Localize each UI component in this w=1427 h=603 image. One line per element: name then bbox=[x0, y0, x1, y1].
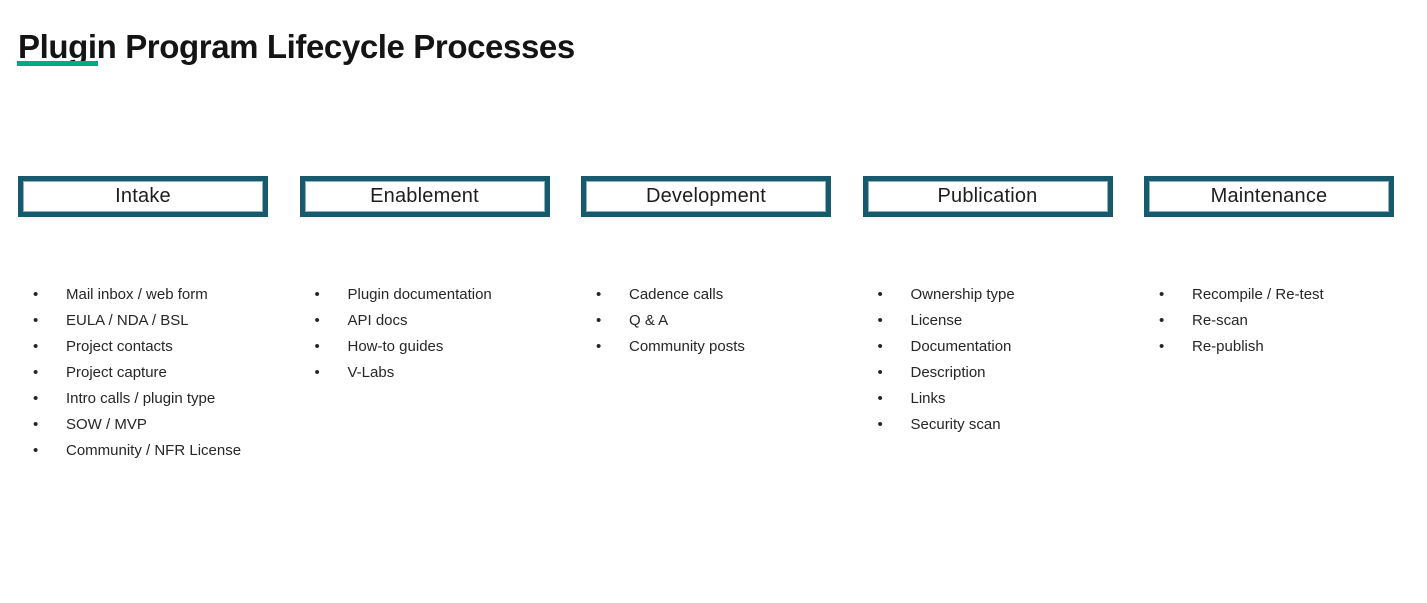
list-item-label: Plugin documentation bbox=[347, 285, 492, 303]
list-item: • Project capture bbox=[18, 359, 268, 385]
list-item: • Ownership type bbox=[863, 281, 1113, 307]
list-item: • Security scan bbox=[863, 411, 1113, 437]
list-item-label: Ownership type bbox=[910, 285, 1015, 303]
list-item-label: Community posts bbox=[629, 337, 745, 355]
list-item: • SOW / MVP bbox=[18, 411, 268, 437]
stage-column-development: Development • Cadence calls • Q & A • Commu… bbox=[581, 176, 831, 463]
lifecycle-stages: Intake • Mail inbox / web form • EULA / ND… bbox=[18, 176, 1394, 463]
list-item-label: License bbox=[910, 311, 963, 329]
stage-column-maintenance: Maintenance • Recompile / Re-test • Re-sca… bbox=[1144, 176, 1394, 463]
bullet-icon: • bbox=[1159, 285, 1165, 303]
list-item: • Recompile / Re-test bbox=[1144, 281, 1394, 307]
list-item-label: Intro calls / plugin type bbox=[66, 389, 216, 407]
list-item: • Q & A bbox=[581, 307, 831, 333]
list-item: • Re-publish bbox=[1144, 333, 1394, 359]
stage-header-intake: Intake bbox=[18, 176, 268, 217]
stage-header-label: Enablement bbox=[370, 185, 479, 207]
stage-header-enablement: Enablement bbox=[299, 176, 550, 217]
bullet-icon: • bbox=[877, 311, 883, 329]
bullet-icon: • bbox=[596, 337, 602, 355]
bullet-icon: • bbox=[314, 363, 320, 381]
bullet-icon: • bbox=[33, 311, 39, 329]
list-item-label: Recompile / Re-test bbox=[1192, 285, 1324, 303]
list-item-label: Community / NFR License bbox=[66, 441, 242, 459]
list-item: • Mail inbox / web form bbox=[18, 281, 268, 307]
bullet-icon: • bbox=[33, 389, 39, 407]
list-item-label: API docs bbox=[347, 311, 408, 329]
bullet-icon: • bbox=[596, 311, 602, 329]
list-item-label: Project capture bbox=[66, 363, 167, 381]
bullet-icon: • bbox=[33, 415, 39, 433]
list-item: • Plugin documentation bbox=[300, 281, 550, 307]
title-accent-rule bbox=[17, 61, 98, 66]
bullet-icon: • bbox=[33, 363, 39, 381]
list-item: • V-Labs bbox=[300, 359, 550, 385]
list-item: • Intro calls / plugin type bbox=[18, 385, 268, 411]
list-item-label: Description bbox=[910, 363, 986, 381]
stage-list-publication: •Ownership type •License •Documentation … bbox=[863, 281, 1113, 437]
bullet-icon: • bbox=[33, 285, 39, 303]
list-item-label: Mail inbox / web form bbox=[66, 285, 208, 303]
list-item: • API docs bbox=[300, 307, 550, 333]
list-item-label: How-to guides bbox=[347, 337, 444, 355]
list-item-label: Links bbox=[910, 389, 946, 407]
stage-list-development: • Cadence calls • Q & A • Community posts bbox=[581, 281, 831, 359]
bullet-icon: • bbox=[314, 337, 320, 355]
stage-header-label: Intake bbox=[115, 185, 171, 207]
bullet-icon: • bbox=[1159, 311, 1165, 329]
bullet-icon: • bbox=[314, 311, 320, 329]
bullet-icon: • bbox=[314, 285, 320, 303]
bullet-icon: • bbox=[596, 285, 602, 303]
stage-column-enablement: Enablement • Plugin documentation • API do… bbox=[299, 176, 550, 463]
page-title: Plugin Program Lifecycle Processes bbox=[18, 28, 575, 66]
list-item: • How-to guides bbox=[300, 333, 550, 359]
list-item: • Re-scan bbox=[1144, 307, 1394, 333]
bullet-icon: • bbox=[33, 337, 39, 355]
stage-header-label: Publication bbox=[937, 185, 1038, 207]
bullet-icon: • bbox=[877, 415, 883, 433]
list-item-label: Documentation bbox=[910, 337, 1012, 355]
stage-header-maintenance: Maintenance bbox=[1144, 176, 1394, 217]
list-item-label: Re-scan bbox=[1192, 311, 1248, 329]
bullet-icon: • bbox=[877, 337, 883, 355]
stage-header-development: Development bbox=[581, 176, 831, 217]
list-item-label: SOW / MVP bbox=[66, 415, 147, 433]
bullet-icon: • bbox=[877, 363, 883, 381]
stage-header-label: Development bbox=[645, 185, 767, 207]
list-item-label: Security scan bbox=[910, 415, 1001, 433]
list-item-label: Q & A bbox=[629, 311, 669, 329]
list-item: • Cadence calls bbox=[581, 281, 831, 307]
list-item: • Community / NFR License bbox=[18, 437, 268, 463]
bullet-icon: • bbox=[1159, 337, 1165, 355]
bullet-icon: • bbox=[877, 389, 883, 407]
list-item-label: V-Labs bbox=[347, 363, 395, 381]
stage-header-label: Maintenance bbox=[1210, 185, 1328, 207]
stage-list-maintenance: • Recompile / Re-test • Re-scan • Re-publis… bbox=[1144, 281, 1394, 359]
stage-column-publication: Publication • Ownership type • License • Do… bbox=[862, 176, 1113, 463]
list-item: • Documentation bbox=[863, 333, 1113, 359]
list-item-label: EULA / NDA / BSL bbox=[66, 311, 189, 329]
stage-list-enablement: • Plugin documentation • API docs • How-to … bbox=[300, 281, 550, 385]
list-item-label: Cadence calls bbox=[629, 285, 724, 303]
list-item: • EULA / NDA / BSL bbox=[18, 307, 268, 333]
list-item: • Links bbox=[863, 385, 1113, 411]
list-item: • License bbox=[863, 307, 1113, 333]
list-item-label: Project contacts bbox=[66, 337, 173, 355]
list-item: • Project contacts bbox=[18, 333, 268, 359]
stage-header-publication: Publication bbox=[862, 176, 1113, 217]
list-item: • Community posts bbox=[581, 333, 831, 359]
stage-list-intake: • Mail inbox / web form • EULA / NDA / BSL… bbox=[18, 281, 268, 463]
list-item-label: Re-publish bbox=[1192, 337, 1264, 355]
stage-column-intake: Intake • Mail inbox / web form • EULA / ND… bbox=[18, 176, 268, 463]
list-item: • Description bbox=[863, 359, 1113, 385]
bullet-icon: • bbox=[877, 285, 883, 303]
bullet-icon: • bbox=[33, 441, 39, 459]
